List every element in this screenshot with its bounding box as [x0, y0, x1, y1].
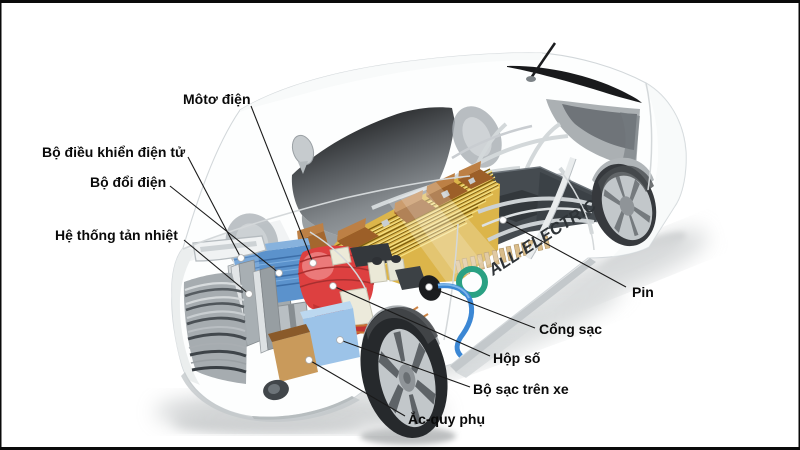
- svg-text:Bộ đổi điện: Bộ đổi điện: [90, 174, 166, 190]
- svg-text:Cổng sạc: Cổng sạc: [539, 321, 602, 337]
- svg-text:Bộ sạc trên xe: Bộ sạc trên xe: [473, 381, 569, 397]
- svg-text:Bộ điều khiển điện tử: Bộ điều khiển điện tử: [42, 144, 186, 160]
- svg-text:Hệ thống tản nhiệt: Hệ thống tản nhiệt: [55, 227, 178, 243]
- svg-text:Hộp số: Hộp số: [493, 350, 541, 366]
- svg-text:Pin: Pin: [632, 284, 654, 300]
- svg-text:Môtơ điện: Môtơ điện: [183, 91, 251, 107]
- svg-text:Ắc-quy phụ: Ắc-quy phụ: [408, 410, 485, 427]
